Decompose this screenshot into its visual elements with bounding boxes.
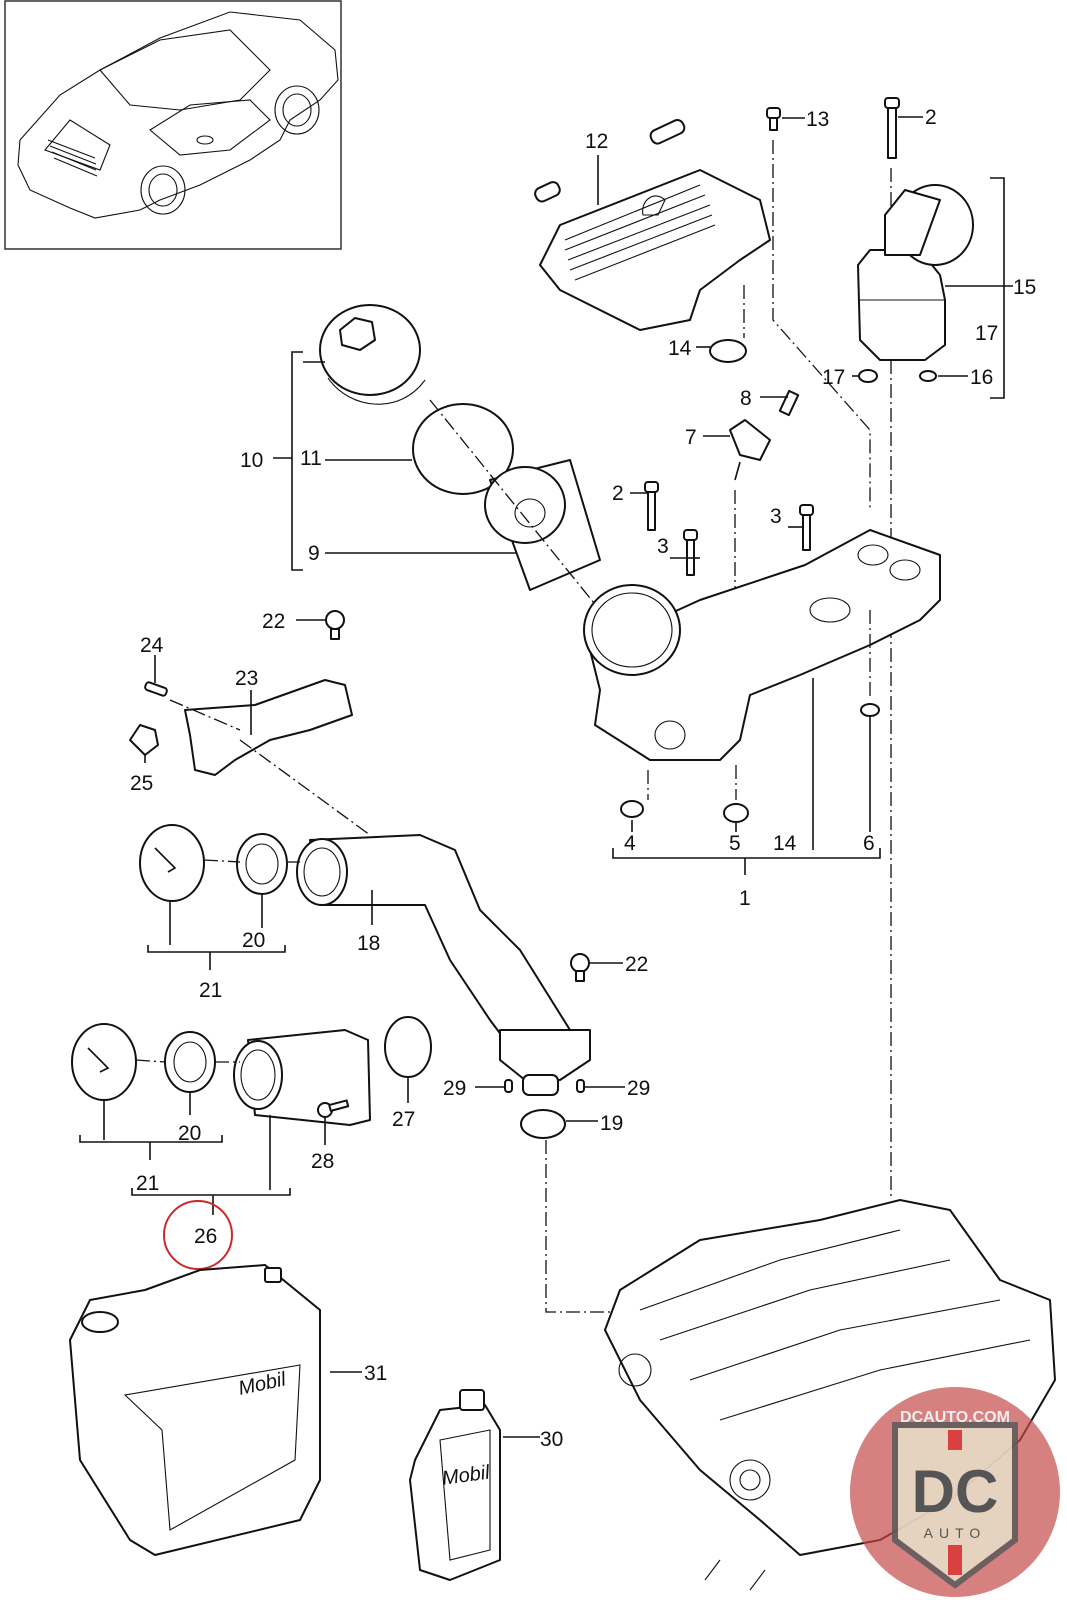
callout-19[interactable]: 19 xyxy=(600,1112,623,1135)
callout-22-top[interactable]: 22 xyxy=(262,610,285,633)
callout-8[interactable]: 8 xyxy=(740,387,752,410)
oil-filter-element-part-9[interactable] xyxy=(484,459,601,591)
oil-filler-neck-part-26[interactable] xyxy=(233,1029,371,1126)
callout-22-lower[interactable]: 22 xyxy=(625,953,648,976)
oil-filter-housing-part-14[interactable] xyxy=(583,529,941,761)
long-bolt-part-2-top[interactable] xyxy=(884,97,900,159)
callout-5[interactable]: 5 xyxy=(729,832,741,855)
callout-14[interactable]: 14 xyxy=(773,832,797,855)
pin-part-29-left[interactable] xyxy=(504,1079,513,1093)
callout-17[interactable]: 17 xyxy=(822,366,845,389)
o-ring-part-27[interactable] xyxy=(384,1016,432,1078)
callout-29-left[interactable]: 29 xyxy=(443,1077,466,1100)
callout-24[interactable]: 24 xyxy=(140,634,164,657)
bolt-part-3-right[interactable] xyxy=(799,504,814,551)
vehicle-thumbnail xyxy=(4,0,342,250)
oil-separator-part-15[interactable] xyxy=(857,184,974,361)
bolt-part-8[interactable] xyxy=(778,389,800,417)
oil-filler-neck-part-18[interactable] xyxy=(296,834,591,1096)
oil-filler-cap-part-21[interactable] xyxy=(139,824,205,902)
callout-30[interactable]: 30 xyxy=(540,1428,563,1451)
bolt-part-3-left[interactable] xyxy=(683,529,698,576)
watermark-letters: DC xyxy=(912,1458,999,1525)
bolt-part-24[interactable] xyxy=(144,681,168,697)
callout-12[interactable]: 12 xyxy=(585,130,608,153)
callout-18[interactable]: 18 xyxy=(357,932,380,955)
callout-2-top[interactable]: 2 xyxy=(925,106,937,129)
o-ring-part-19[interactable] xyxy=(520,1109,566,1139)
callout-13[interactable]: 13 xyxy=(806,108,829,131)
callout-20-lower[interactable]: 20 xyxy=(178,1122,201,1145)
callout-27[interactable]: 27 xyxy=(392,1108,415,1131)
callout-17-group[interactable]: 17 xyxy=(975,322,998,345)
callout-2[interactable]: 2 xyxy=(612,482,624,505)
callout-25[interactable]: 25 xyxy=(130,772,153,795)
oil-filter-cap-part-10[interactable] xyxy=(319,304,426,405)
oil-bottle-part-30[interactable]: Mobil xyxy=(409,1389,501,1581)
clip-part-25[interactable] xyxy=(129,724,159,756)
callout-3-right[interactable]: 3 xyxy=(770,505,782,528)
oil-cooler-part-12[interactable] xyxy=(533,118,771,331)
seal-part-20-lower[interactable] xyxy=(164,1031,216,1093)
callout-7[interactable]: 7 xyxy=(685,426,697,449)
callout-9[interactable]: 9 xyxy=(308,542,320,565)
callout-6[interactable]: 6 xyxy=(863,832,875,855)
seal-part-20[interactable] xyxy=(236,833,288,895)
oil-canister-part-31[interactable]: Mobil xyxy=(69,1264,321,1556)
watermark-logo: DCAUTO.COM DC AUTO xyxy=(850,1387,1060,1597)
bolt-part-2[interactable] xyxy=(644,481,659,531)
o-ring-part-11[interactable] xyxy=(412,403,514,495)
callout-10[interactable]: 10 xyxy=(240,449,263,472)
callout-31[interactable]: 31 xyxy=(364,1362,387,1385)
pin-part-29-right[interactable] xyxy=(576,1079,585,1093)
callout-26[interactable]: 26 xyxy=(194,1225,217,1248)
bolt-part-22-lower[interactable] xyxy=(570,953,590,982)
callout-11[interactable]: 11 xyxy=(300,447,322,470)
bracket-part-23[interactable] xyxy=(184,679,353,776)
watermark-top-text: DCAUTO.COM xyxy=(900,1409,1010,1426)
callout-23[interactable]: 23 xyxy=(235,667,258,690)
callout-1[interactable]: 1 xyxy=(739,887,751,910)
callout-4[interactable]: 4 xyxy=(624,832,636,855)
watermark-bottom-text: AUTO xyxy=(924,1525,987,1541)
callout-21-top[interactable]: 21 xyxy=(199,979,222,1002)
highlight-circle-26 xyxy=(163,1200,233,1270)
callout-21-lower[interactable]: 21 xyxy=(136,1172,159,1195)
callout-20-top[interactable]: 20 xyxy=(242,929,265,952)
callout-15[interactable]: 15 xyxy=(1013,276,1036,299)
callout-29-right[interactable]: 29 xyxy=(627,1077,650,1100)
pressure-sensor-part-7[interactable] xyxy=(729,419,771,481)
oil-filler-cap-part-21-lower[interactable] xyxy=(71,1023,137,1101)
bolt-part-22-top[interactable] xyxy=(325,610,345,640)
callout-14-top[interactable]: 14 xyxy=(668,337,692,360)
bolt-part-13[interactable] xyxy=(766,107,781,131)
callout-3-left[interactable]: 3 xyxy=(657,535,669,558)
callout-16[interactable]: 16 xyxy=(970,366,993,389)
callout-28[interactable]: 28 xyxy=(311,1150,334,1173)
